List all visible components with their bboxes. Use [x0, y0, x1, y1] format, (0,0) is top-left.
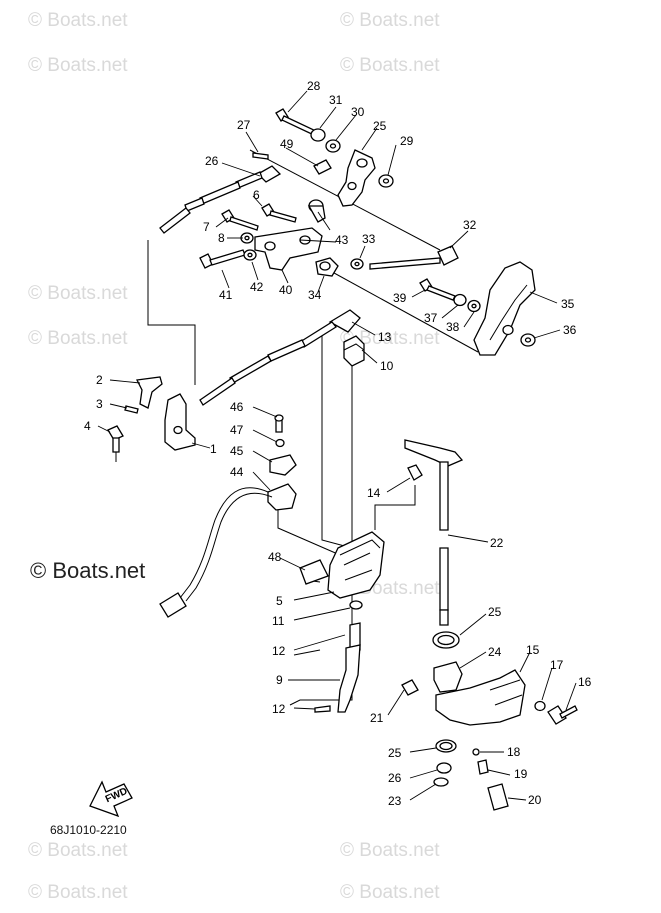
- callout-46: 44: [230, 465, 244, 479]
- callout-41: 39: [393, 291, 407, 305]
- callout-18: 18: [507, 745, 521, 759]
- callout-13: 13: [378, 330, 392, 344]
- callout-44: 42: [250, 280, 264, 294]
- callout-12-lower: 12: [272, 702, 286, 716]
- leader-lines: [97, 90, 577, 801]
- callout-19: 19: [514, 767, 528, 781]
- shift-cable-assembly: [107, 309, 365, 453]
- callout-35: 33: [362, 232, 376, 246]
- callout-15: 15: [526, 643, 540, 657]
- callout-9: 9: [276, 673, 283, 687]
- upper-linkage-assembly: [159, 108, 394, 234]
- callout-36: 34: [308, 288, 322, 302]
- callout-48: 46: [230, 400, 244, 414]
- callout-22: 22: [490, 536, 504, 550]
- callout-16: 16: [578, 675, 592, 689]
- watermark-main: © Boats.net: [30, 558, 146, 583]
- callout-10: 10: [380, 359, 394, 373]
- neutral-switch-assembly: [159, 414, 329, 618]
- callout-24: 24: [488, 645, 502, 659]
- callout-12-upper: 12: [272, 644, 286, 658]
- callout-30: 28: [307, 79, 321, 93]
- callout-21: 21: [370, 711, 384, 725]
- callout-45: 43: [335, 233, 349, 247]
- callout-26: 26: [388, 771, 402, 785]
- callout-8: 8: [218, 231, 225, 245]
- callout-31: 29: [400, 134, 414, 148]
- callout-2: 2: [96, 373, 103, 387]
- callout-17: 17: [550, 658, 564, 672]
- shift-lever-assembly: [314, 531, 385, 713]
- throttle-cam-assembly: [419, 261, 536, 356]
- callout-23: 23: [388, 794, 402, 808]
- callout-39: 37: [424, 311, 438, 325]
- mount-bracket-assembly: [199, 199, 326, 271]
- callout-43: 41: [219, 288, 233, 302]
- callout-labels: 28 31 30 27 25 29 49 26 6 7 8 43 33 32 4…: [84, 79, 592, 808]
- callout-4: 4: [84, 419, 91, 433]
- callout-51: 49: [280, 137, 294, 151]
- callout-11: 11: [272, 614, 285, 628]
- callout-28: 26: [205, 154, 219, 168]
- callout-27: 25: [373, 119, 387, 133]
- callout-38: 36: [563, 323, 577, 337]
- callout-14: 14: [367, 486, 381, 500]
- construction-lines: [115, 149, 479, 706]
- callout-6: 6: [253, 188, 260, 202]
- callout-33: 31: [329, 93, 343, 107]
- shift-shaft-assembly: [401, 439, 578, 811]
- callout-1: 1: [210, 442, 217, 456]
- callout-49: 47: [230, 423, 244, 437]
- callout-42: 40: [279, 283, 293, 297]
- callout-7: 7: [203, 220, 210, 234]
- control-rod-assembly: [315, 245, 459, 277]
- callout-32: 30: [351, 105, 365, 119]
- callout-34: 32: [463, 218, 477, 232]
- callout-5: 5: [276, 594, 283, 608]
- fwd-arrow: FWD: [89, 780, 133, 818]
- diagram-code: 68J1010-2210: [50, 823, 127, 837]
- callout-20: 20: [528, 793, 542, 807]
- callout-40: 38: [446, 320, 460, 334]
- callout-25-lower: 25: [388, 746, 402, 760]
- callout-37: 35: [561, 297, 575, 311]
- callout-29: 27: [237, 118, 251, 132]
- callout-47: 45: [230, 444, 244, 458]
- callout-50: 48: [268, 550, 282, 564]
- callout-3: 3: [96, 397, 103, 411]
- callout-25-upper: 25: [488, 605, 502, 619]
